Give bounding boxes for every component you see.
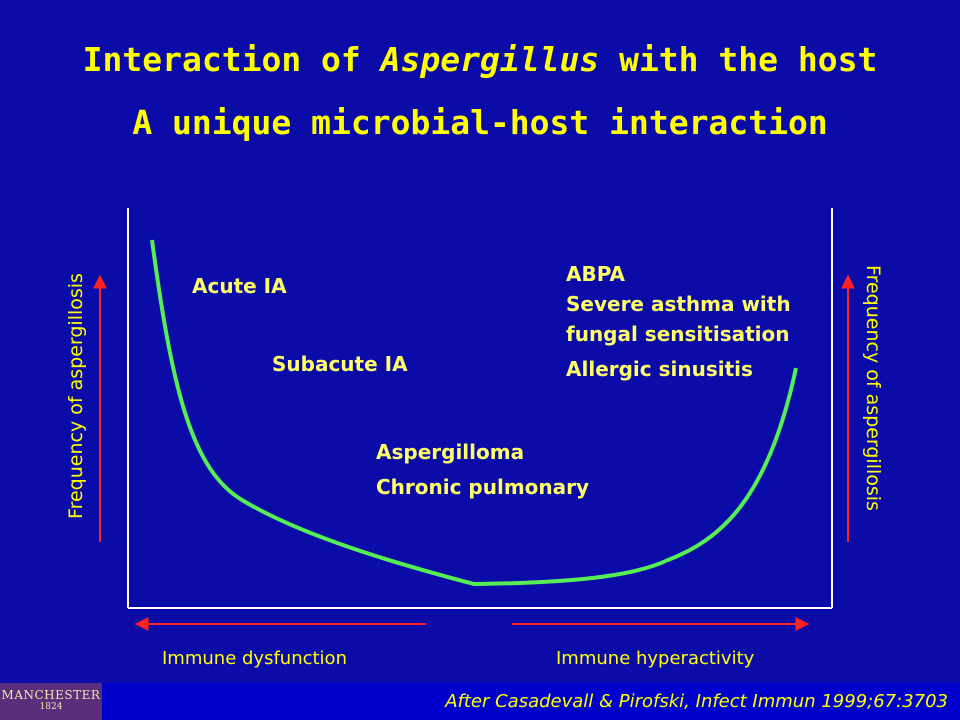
label-chronic-pulmonary: Chronic pulmonary	[376, 475, 590, 499]
label-subacute-ia: Subacute IA	[272, 352, 408, 376]
title-line-2: A unique microbial-host interaction	[132, 103, 828, 142]
citation: After Casadevall & Pirofski, Infect Immu…	[445, 691, 948, 712]
label-abpa: ABPA	[566, 262, 626, 286]
left-y-axis-label: Frequency of aspergillosis	[65, 273, 87, 519]
logo-name: MANCHESTER	[1, 688, 101, 702]
title-prefix: Interaction of	[82, 40, 381, 79]
label-fungal-sensitisation: fungal sensitisation	[566, 322, 790, 346]
x-label-immune-hyperactivity: Immune hyperactivity	[556, 648, 755, 669]
title-suffix: with the host	[599, 40, 878, 79]
title-italic-word: Aspergillus	[380, 40, 600, 79]
label-aspergilloma: Aspergilloma	[376, 440, 525, 464]
right-y-axis-label: Frequency of aspergillosis	[862, 265, 884, 511]
x-label-immune-dysfunction: Immune dysfunction	[162, 648, 347, 669]
title-line-1: Interaction of Aspergillus with the host	[0, 40, 960, 79]
label-severe-asthma: Severe asthma with	[566, 292, 791, 316]
frequency-curve	[150, 239, 798, 587]
label-acute-ia: Acute IA	[192, 274, 287, 298]
footer-bar	[0, 683, 960, 720]
logo-year: 1824	[39, 702, 63, 712]
manchester-logo: MANCHESTER 1824	[0, 683, 102, 720]
label-allergic-sinusitis: Allergic sinusitis	[566, 357, 753, 381]
